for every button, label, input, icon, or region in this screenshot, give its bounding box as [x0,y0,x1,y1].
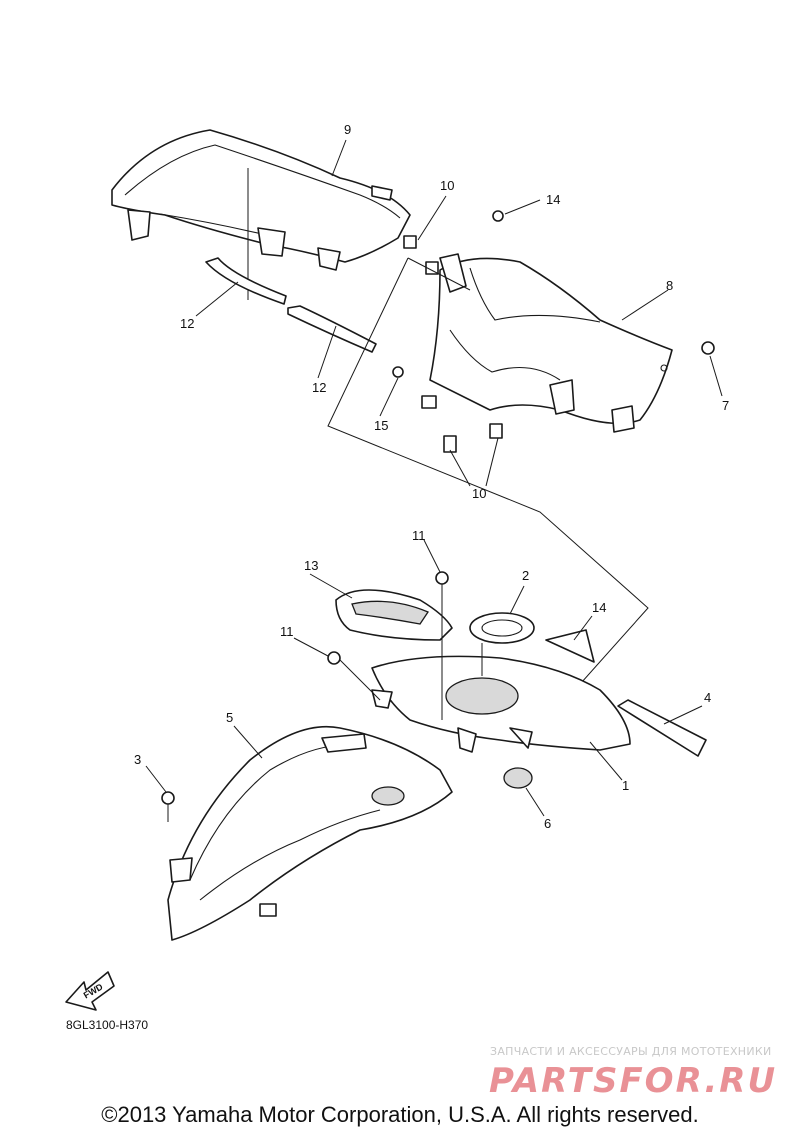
callout-14-lower: 15 [374,418,388,433]
callout-13: 13 [304,558,318,573]
callout-6: 6 [544,816,551,831]
assembly-outline [327,257,649,721]
leader-lines [145,139,723,817]
callout-labels: 9 10 14 8 7 12 12 15 10 11 13 2 14 11 4 … [134,122,729,831]
callout-3: 3 [134,752,141,767]
part-5-front-cover [167,725,453,941]
callout-12-upper: 12 [180,316,194,331]
clip-parts [392,210,715,453]
part-8-side-cover [429,253,673,433]
callout-15: 14 [592,600,606,615]
bolts [161,571,449,822]
callout-7: 7 [722,398,729,413]
part-12-strip-upper [205,257,287,305]
part-6-cap [503,767,533,789]
part-12-strip-lower [287,305,377,353]
part-9-upper-cover [111,129,411,300]
watermark-logo: PARTSFOR.RU [489,1061,777,1100]
callout-1: 1 [622,778,629,793]
callout-11-lower: 11 [280,624,294,639]
callout-4: 4 [704,690,711,705]
forward-arrow-icon: FWD [65,971,115,1011]
callout-10-upper: 10 [440,178,454,193]
callout-9: 9 [344,122,351,137]
callout-5: 5 [226,710,233,725]
watermark-tagline: ЗАПЧАСТИ И АКСЕССУАРЫ ДЛЯ МОТОТЕХНИКИ [490,1045,772,1058]
callout-14-upper: 14 [546,192,560,207]
callout-12-lower: 12 [312,380,326,395]
callout-10-lower: 10 [472,486,486,501]
callout-11-upper: 11 [412,528,426,543]
part-15-pad [545,629,595,663]
svg-text:PARTSFOR.RU: PARTSFOR.RU [489,1061,777,1100]
callout-8: 8 [666,278,673,293]
part-1-inner-panel [371,643,631,753]
part-13-cover-plate [335,589,453,641]
copyright-notice: ©2013 Yamaha Motor Corporation, U.S.A. A… [101,1102,699,1127]
part-2-grommet [469,612,535,644]
part-4-strip [617,699,707,757]
diagram-code: 8GL3100-H370 [66,1018,149,1032]
callout-2: 2 [522,568,529,583]
